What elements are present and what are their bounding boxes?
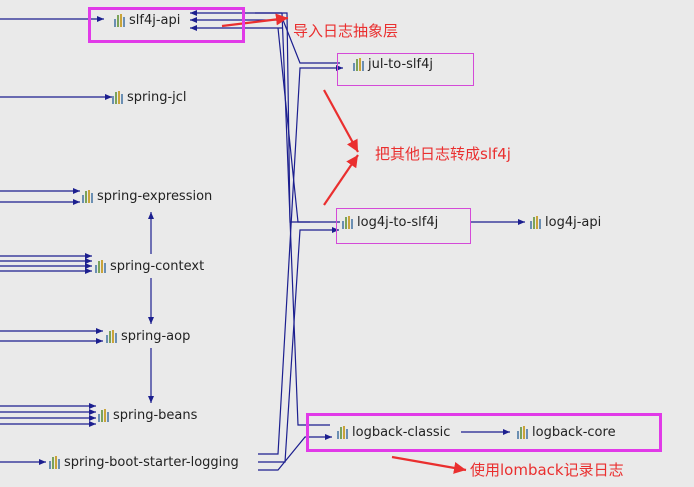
node-label: spring-jcl	[127, 89, 187, 105]
node-label: spring-context	[110, 258, 205, 274]
logback-highlight-box	[306, 413, 662, 452]
node-spring-jcl[interactable]: spring-jcl	[112, 88, 187, 106]
node-label: spring-expression	[97, 188, 213, 204]
node-label: spring-beans	[113, 407, 198, 423]
edge	[255, 12, 310, 223]
maven-artifact-icon	[82, 189, 93, 203]
edge	[281, 12, 330, 426]
node-logback-core[interactable]: logback-core	[517, 423, 616, 441]
annotation-import-abstraction: 导入日志抽象层	[293, 22, 399, 40]
maven-artifact-icon	[353, 57, 364, 71]
node-spring-expression[interactable]: spring-expression	[82, 187, 212, 205]
node-label: spring-boot-starter-logging	[64, 454, 239, 470]
maven-artifact-icon	[337, 425, 348, 439]
maven-artifact-icon	[114, 13, 125, 27]
node-label: log4j-api	[545, 214, 602, 230]
log4j-to-slf4j-highlight-box	[336, 208, 471, 244]
annotation-arrow	[391, 455, 467, 474]
node-log4j-api[interactable]: log4j-api	[530, 213, 601, 231]
node-slf4j-api[interactable]: slf4j-api	[114, 11, 180, 29]
edge	[282, 19, 340, 64]
node-spring-aop[interactable]: spring-aop	[106, 327, 190, 345]
annotation-arrow	[323, 89, 359, 153]
node-label: slf4j-api	[129, 12, 181, 28]
node-jul-to-slf4j[interactable]: jul-to-slf4j	[353, 55, 433, 73]
maven-artifact-icon	[106, 329, 117, 343]
annotation-convert-to-slf4j: 把其他日志转成slf4j	[375, 145, 511, 163]
node-label: logback-classic	[352, 424, 451, 440]
maven-artifact-icon	[98, 408, 109, 422]
maven-artifact-icon	[517, 425, 528, 439]
node-spring-context[interactable]: spring-context	[95, 257, 204, 275]
slf4j-api-highlight-box	[88, 7, 245, 43]
node-spring-beans[interactable]: spring-beans	[98, 406, 197, 424]
edge	[258, 227, 339, 463]
maven-artifact-icon	[342, 215, 353, 229]
annotation-use-logback: 使用lomback记录日志	[470, 461, 624, 479]
edge	[258, 65, 343, 455]
node-label: spring-aop	[121, 328, 191, 344]
maven-artifact-icon	[530, 215, 541, 229]
jul-to-slf4j-highlight-box	[337, 53, 474, 86]
maven-artifact-icon	[112, 90, 123, 104]
node-spring-boot-starter-logging[interactable]: spring-boot-starter-logging	[49, 453, 239, 471]
node-log4j-to-slf4j[interactable]: log4j-to-slf4j	[342, 213, 438, 231]
maven-artifact-icon	[49, 455, 60, 469]
node-label: logback-core	[532, 424, 616, 440]
edge	[258, 434, 332, 471]
node-logback-classic[interactable]: logback-classic	[337, 423, 450, 441]
maven-artifact-icon	[95, 259, 106, 273]
annotation-arrow	[323, 154, 359, 206]
node-label: log4j-to-slf4j	[357, 214, 439, 230]
annotation-arrow	[221, 13, 289, 28]
node-label: jul-to-slf4j	[368, 56, 433, 72]
